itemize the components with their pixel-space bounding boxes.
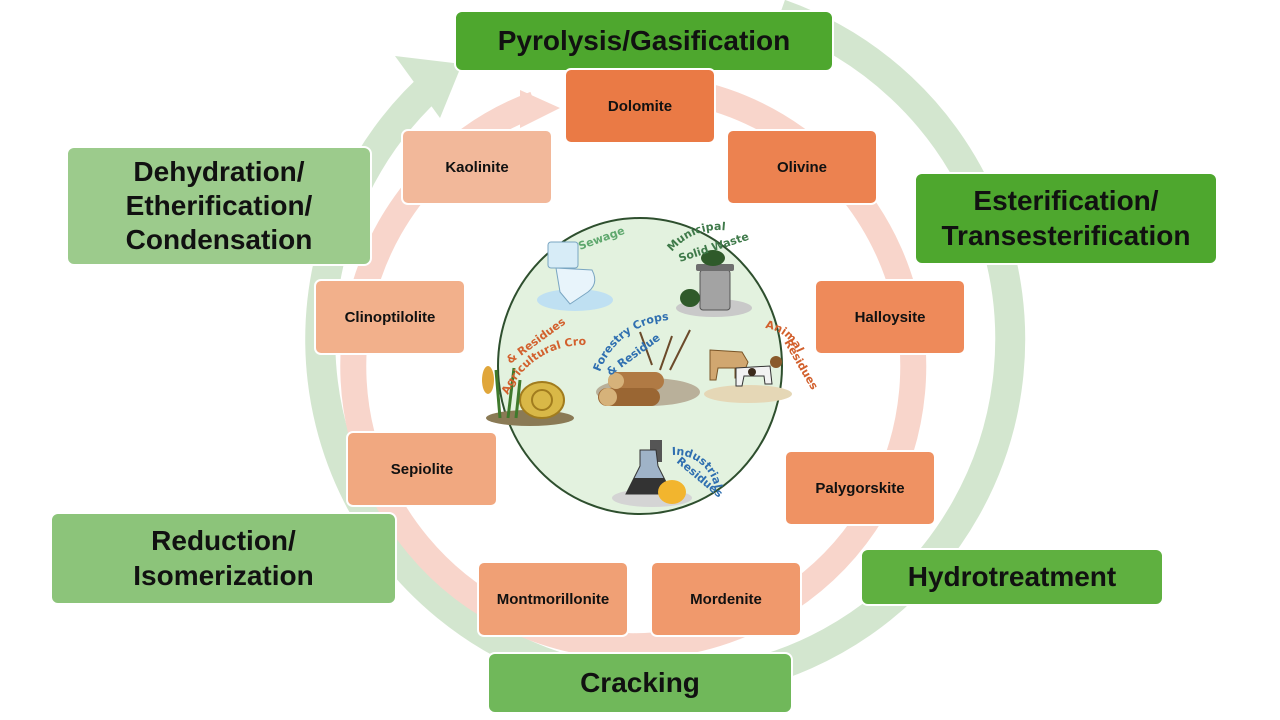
livestock-icon <box>704 349 792 403</box>
process-hydrotreatment[interactable]: Hydrotreatment <box>860 548 1164 606</box>
mineral-montmorillonite[interactable]: Montmorillonite <box>477 561 629 637</box>
mineral-kaolinite[interactable]: Kaolinite <box>401 129 553 205</box>
logs-icon <box>596 329 700 406</box>
mineral-dolomite[interactable]: Dolomite <box>564 68 716 144</box>
mineral-olivine[interactable]: Olivine <box>726 129 878 205</box>
process-dehydration-etherification-condensation[interactable]: Dehydration/ Etherification/ Condensatio… <box>66 146 372 266</box>
mineral-palygorskite[interactable]: Palygorskite <box>784 450 936 526</box>
mineral-mordenite[interactable]: Mordenite <box>650 561 802 637</box>
process-pyrolysis-gasification[interactable]: Pyrolysis/Gasification <box>454 10 834 72</box>
process-cracking[interactable]: Cracking <box>487 652 793 714</box>
mineral-sepiolite[interactable]: Sepiolite <box>346 431 498 507</box>
trash-can-icon <box>676 250 752 317</box>
hay-bale-icon <box>482 366 574 426</box>
toilet-icon <box>537 241 613 311</box>
mineral-clinoptilolite[interactable]: Clinoptilolite <box>314 279 466 355</box>
flask-icon <box>612 440 692 507</box>
process-reduction-isomerization[interactable]: Reduction/ Isomerization <box>50 512 397 605</box>
mineral-halloysite[interactable]: Halloysite <box>814 279 966 355</box>
process-esterification-transesterification[interactable]: Esterification/ Transesterification <box>914 172 1218 265</box>
